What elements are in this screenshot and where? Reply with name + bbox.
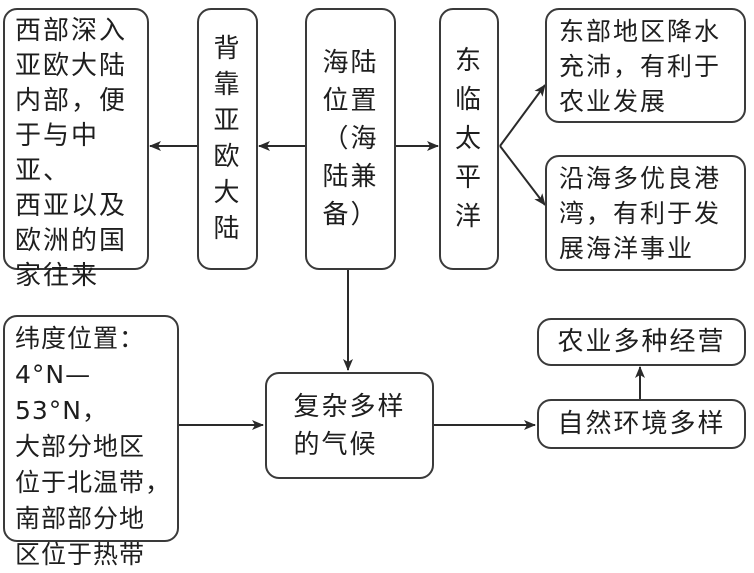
node-sea-land-position: 海陆 位置 （海 陆兼 备）: [305, 8, 396, 270]
node-diverse-environment-text: 自然环境多样: [557, 408, 726, 439]
node-diverse-environment: 自然环境多样: [537, 399, 746, 449]
node-east-pacific-text: 东 临 太 平 洋: [454, 45, 483, 232]
node-latitude-position-text: 纬度位置： 4°N—53°N， 大部分地区 位于北温带， 南部部分地 区位于热带: [15, 324, 172, 569]
arrow-east-pacific-to-coastal-harbors: [499, 145, 546, 206]
node-backed-eurasia: 背 靠 亚 欧 大 陆: [197, 8, 258, 270]
node-coastal-harbors-text: 沿海多优良港 湾，有利于发 展海洋事业: [559, 164, 722, 263]
node-east-pacific: 东 临 太 平 洋: [439, 8, 499, 270]
connector-layer: [149, 84, 645, 430]
node-east-rainfall: 东部地区降水 充沛，有利于 农业发展: [545, 8, 746, 123]
node-diverse-agriculture: 农业多种经营: [537, 318, 746, 366]
node-west-inland: 西部深入 亚欧大陆 内部，便 于与中亚、 西亚以及 欧洲的国 家往来: [3, 8, 149, 291]
node-diverse-agriculture-text: 农业多种经营: [557, 326, 726, 357]
node-backed-eurasia-text: 背 靠 亚 欧 大 陆: [213, 34, 242, 244]
node-complex-climate-text: 复杂多样 的气候: [293, 391, 406, 460]
node-coastal-harbors: 沿海多优良港 湾，有利于发 展海洋事业: [545, 155, 746, 271]
node-complex-climate: 复杂多样 的气候: [265, 372, 434, 479]
node-sea-land-position-text: 海陆 位置 （海 陆兼 备）: [322, 48, 379, 230]
node-latitude-position: 纬度位置： 4°N—53°N， 大部分地区 位于北温带， 南部部分地 区位于热带: [3, 315, 179, 569]
arrow-east-pacific-to-east-rainfall: [499, 84, 546, 147]
node-east-rainfall-text: 东部地区降水 充沛，有利于 农业发展: [559, 17, 722, 116]
node-west-inland-text: 西部深入 亚欧大陆 内部，便 于与中亚、 西亚以及 欧洲的国 家往来: [15, 16, 128, 291]
